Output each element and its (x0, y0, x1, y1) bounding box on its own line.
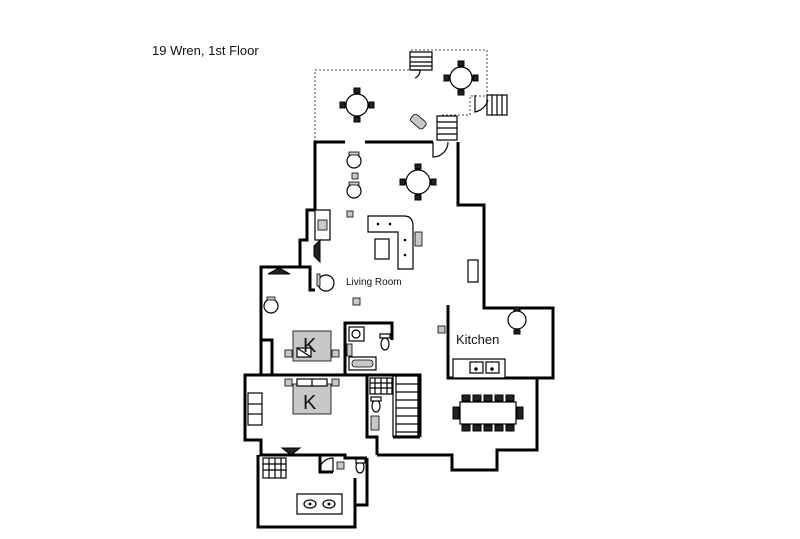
bottom-room-tile (262, 457, 287, 479)
upper-bedroom-chair (263, 296, 279, 314)
room-label-kitchen: Kitchen (456, 332, 499, 347)
kitchen-tv-cabinet (467, 259, 479, 283)
deck-gate-swing (412, 69, 421, 79)
living-dining-table (399, 163, 437, 201)
deck-stairs-right (486, 94, 508, 116)
living-room-armchair-top (346, 151, 362, 169)
upper-bath-tub (348, 356, 377, 371)
deck-table-right (443, 60, 479, 96)
half-bath-sink (336, 461, 345, 470)
upper-bath-vanity (346, 343, 353, 357)
room-label-living: Living Room (346, 277, 402, 288)
page-title: 19 Wren, 1st Floor (152, 43, 259, 58)
living-room-armchair-lower (346, 181, 362, 199)
kitchen-counter-sink (452, 358, 506, 379)
lower-bath-toilet (370, 396, 382, 413)
side-table-1 (351, 172, 359, 180)
half-bath-toilet (355, 458, 366, 474)
deck-lounge-chair (410, 113, 427, 130)
side-table-2 (346, 210, 354, 218)
dining-table (452, 394, 524, 432)
double-vanity (296, 493, 343, 515)
coffee-table (374, 238, 390, 260)
interior-walls (261, 265, 537, 460)
upper-bedroom-lamp (267, 267, 291, 275)
deck-table-left (339, 87, 375, 123)
side-table-3 (352, 297, 361, 306)
staircase (395, 375, 419, 437)
kitchen-small-table (507, 306, 527, 335)
shower-tiles (369, 377, 393, 395)
exterior-walls (243, 140, 555, 529)
living-room-fireplace (313, 209, 331, 264)
svg-text:K: K (303, 335, 317, 357)
deck-door-swing (474, 95, 489, 113)
upper-bath-toilet (379, 333, 391, 351)
entry-door-swing (432, 141, 449, 158)
deck-stairs-top (409, 51, 433, 71)
upper-bath-sink (348, 326, 365, 342)
lower-bath-vanity (370, 415, 380, 431)
sectional-sofa (367, 215, 414, 270)
lower-bedroom-lamp (280, 447, 302, 456)
svg-text:K: K (303, 392, 317, 414)
king-bed-upper: K (284, 330, 340, 362)
lower-bedroom-door-swing (318, 457, 334, 473)
king-bed-lower: K (284, 378, 340, 415)
deck-stairs-lower (436, 115, 458, 141)
lower-bedroom-sofa (247, 392, 263, 426)
kitchen-stool (437, 325, 446, 334)
living-room-armchair-bottom (316, 273, 335, 292)
ottoman (414, 231, 423, 247)
